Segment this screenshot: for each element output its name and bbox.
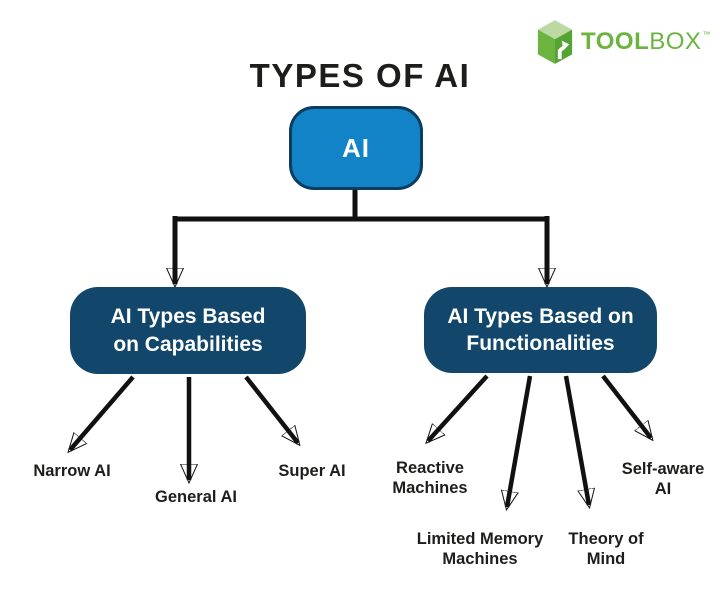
- leaf-reactive-machines: Reactive Machines: [392, 459, 468, 498]
- toolbox-cube-icon: [537, 20, 573, 64]
- leaf-self-aware-ai: Self-aware AI: [621, 460, 705, 499]
- leaf-theory-of-mind: Theory of Mind: [568, 530, 644, 569]
- page-title: TYPES OF AI: [249, 57, 471, 94]
- leaf-super-ai: Super AI: [278, 462, 346, 480]
- brand-name-regular: BOX: [649, 28, 702, 55]
- leaf-limited-memory-machines: Limited Memory Machines: [416, 530, 544, 569]
- brand-name-bold: TOOL: [581, 28, 650, 55]
- leaf-general-ai: General AI: [155, 488, 237, 506]
- arrow-to-narrow-ai: [70, 375, 135, 450]
- node-capabilities: AI Types Based on Capabilities: [70, 287, 306, 374]
- node-capabilities-label: AI Types Based on Capabilities: [110, 305, 266, 356]
- arrow-to-reactive-machines: [428, 374, 489, 441]
- arrow-to-self-aware: [601, 374, 651, 438]
- node-ai: AI: [289, 106, 423, 190]
- node-functionalities-label: AI Types Based on Functionalities: [447, 304, 634, 355]
- arrow-to-theory-of-mind: [563, 375, 589, 505]
- trademark-symbol: ™: [702, 30, 711, 39]
- node-functionalities: AI Types Based on Functionalities: [424, 287, 657, 373]
- arrow-to-limited-memory: [507, 375, 533, 507]
- arrow-to-super-ai: [244, 375, 298, 443]
- node-ai-label: AI: [342, 132, 370, 163]
- leaf-narrow-ai: Narrow AI: [33, 462, 111, 480]
